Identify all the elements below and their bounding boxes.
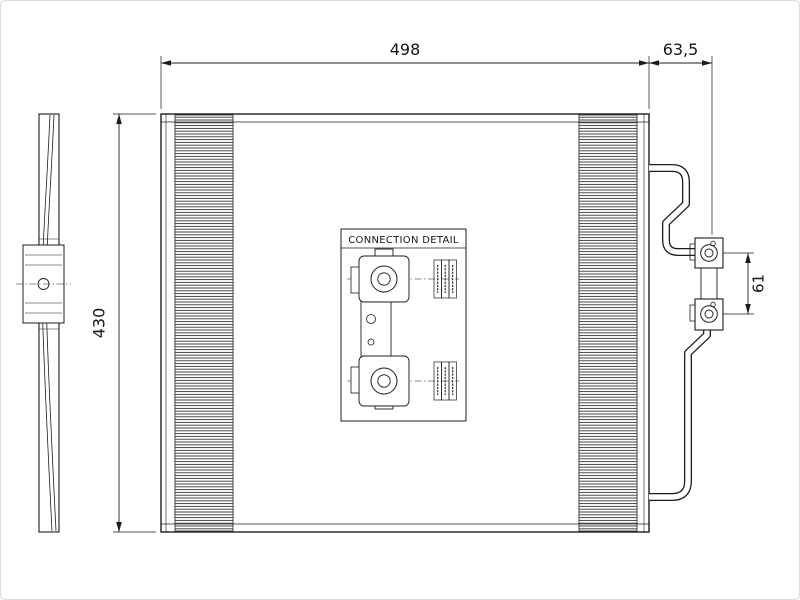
connection-detail-title: CONNECTION DETAIL (348, 235, 459, 246)
arrowhead (702, 60, 712, 66)
lower-connector-block (694, 298, 724, 331)
right-tank-fin-hatch (578, 114, 638, 532)
dimension-port-spacing: 61 (723, 252, 768, 315)
arrowhead (639, 60, 649, 66)
upper-port (700, 244, 718, 262)
upper-port-dim-cells (433, 259, 457, 299)
arrowhead (745, 304, 751, 314)
arrowhead (745, 253, 751, 263)
dim-depth-label: 63,5 (663, 40, 699, 59)
dimension-height: 430 (90, 113, 156, 533)
lower-port-dim-cells (433, 361, 457, 401)
upper-connector-block (694, 237, 724, 269)
lower-pipe-outer (649, 330, 711, 501)
connector-blocks (689, 237, 724, 331)
detail-upper-port (370, 265, 398, 293)
upper-pipe-inner (649, 165, 697, 255)
detail-small-hole (366, 314, 376, 324)
arrowhead (116, 522, 122, 532)
dim-height-label: 430 (90, 308, 109, 339)
dimension-depth: 63,5 (649, 40, 713, 235)
left-tank-fin-hatch (174, 114, 234, 532)
connector-mid-piece (700, 267, 718, 300)
fitting-drawing (347, 248, 459, 410)
dim-width-label: 498 (390, 40, 421, 59)
dim-port-spacing-label: 61 (750, 274, 768, 293)
refrigerant-pipes (649, 164, 711, 501)
front-view (160, 113, 650, 533)
fitting-lower-boss (358, 355, 410, 407)
lower-port (700, 305, 718, 323)
fitting-web (360, 300, 392, 358)
side-view-hole (37, 278, 50, 290)
fitting-upper-boss (358, 255, 410, 303)
arrowhead (116, 114, 122, 124)
arrowhead (161, 60, 171, 66)
detail-small-hole-2 (367, 338, 375, 346)
side-view (16, 113, 71, 533)
dimension-width: 498 (160, 40, 650, 109)
detail-lower-port (370, 367, 398, 395)
upper-pipe-outer (649, 164, 697, 256)
connection-detail-box: CONNECTION DETAIL (340, 228, 467, 422)
lower-pipe-inner (649, 330, 710, 500)
arrowhead (649, 60, 659, 66)
